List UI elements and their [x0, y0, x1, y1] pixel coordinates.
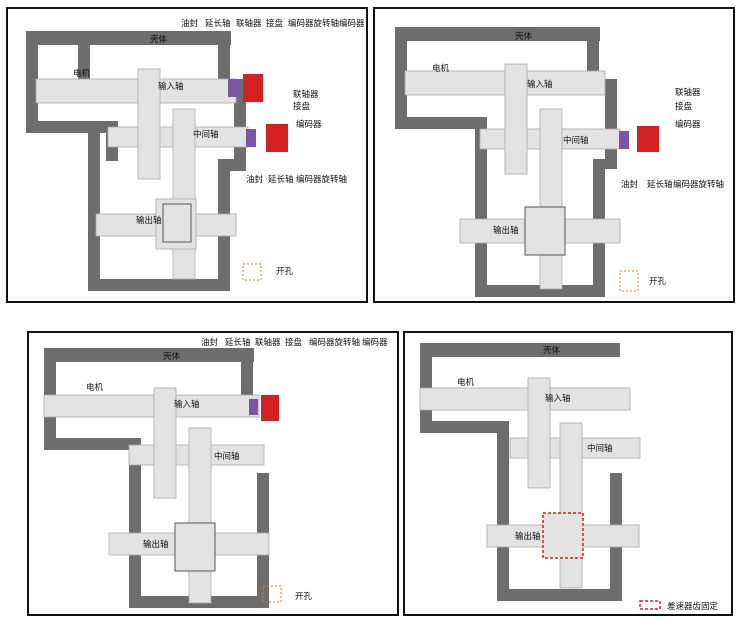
housing [44, 348, 269, 608]
label-encoder-top: 编码器 [339, 18, 365, 29]
label-encoder-rotating-shaft-bottom: 编码器旋转轴 [296, 174, 347, 185]
gearbox-diagram-3: 壳体 电机 输入轴 中间轴 输出轴 油封 延长轴 联轴器 接盘 编码器旋转轴 编… [43, 337, 388, 608]
label-input-shaft: 输入轴 [174, 399, 200, 410]
label-differential-gear-fixed: 差速器齿固定 [667, 601, 719, 612]
label-output-shaft: 输出轴 [143, 539, 169, 550]
label-adapter-plate-mid: 接盘 [293, 101, 311, 112]
label-extension-shaft-bottom: 延长轴 [268, 174, 294, 185]
label-opening: 开孔 [649, 277, 667, 287]
label-input-shaft: 输入轴 [545, 393, 571, 404]
housing [420, 343, 622, 601]
label-output-shaft: 输出轴 [515, 531, 541, 542]
encoder [243, 74, 288, 152]
label-oil-seal: 油封 [201, 337, 219, 348]
label-motor: 电机 [432, 63, 450, 74]
label-motor: 电机 [86, 382, 104, 393]
label-motor: 电机 [457, 377, 475, 388]
shafts [35, 68, 249, 280]
differential-legend-box [639, 600, 661, 610]
label-extension-shaft: 延长轴 [225, 337, 251, 348]
label-housing: 壳体 [150, 34, 168, 45]
label-output-shaft: 输出轴 [136, 215, 162, 226]
label-intermediate-shaft: 中间轴 [563, 135, 589, 146]
coupling [249, 399, 258, 415]
label-encoder: 编码器 [362, 337, 388, 348]
label-encoder: 编码器 [675, 119, 701, 130]
label-opening: 开孔 [276, 267, 294, 277]
label-housing: 壳体 [163, 351, 181, 362]
encoder [261, 395, 279, 421]
label-output-shaft: 输出轴 [493, 225, 519, 236]
label-encoder-rotating-shaft: 编码器旋转轴 [309, 337, 360, 348]
gearbox-diagram-2: 壳体 电机 输入轴 中间轴 输出轴 联轴器 接盘 编码器 油封 延长轴 编码器旋… [395, 27, 724, 297]
label-extension-shaft: 延长轴 [647, 179, 673, 190]
label-coupling: 联轴器 [255, 337, 281, 348]
gearbox-diagram-4: 壳体 电机 输入轴 中间轴 输出轴 差速器齿固定 [419, 343, 719, 612]
label-adapter-plate: 接盘 [285, 337, 303, 348]
label-encoder-rotating-shaft: 编码器旋转轴 [673, 179, 724, 190]
coupling [619, 131, 629, 149]
label-coupling-mid: 联轴器 [293, 89, 319, 100]
label-encoder-mid: 编码器 [296, 119, 322, 130]
output-gear-box [162, 203, 192, 243]
opening-legend-box [619, 270, 639, 292]
panel-differential-gear-fixed: 壳体 电机 输入轴 中间轴 输出轴 差速器齿固定 [403, 331, 733, 616]
label-adapter-plate-top: 接盘 [266, 18, 284, 29]
coupling [228, 79, 256, 147]
housing [26, 31, 246, 291]
label-intermediate-shaft: 中间轴 [587, 443, 613, 454]
label-intermediate-shaft: 中间轴 [214, 451, 240, 462]
opening-legend-box [242, 263, 262, 281]
label-oil-seal-bottom: 油封 [246, 174, 264, 185]
label-input-shaft: 输入轴 [527, 79, 553, 90]
label-oil-seal: 油封 [621, 179, 639, 190]
shafts [404, 63, 621, 290]
opening-legend-box [262, 585, 282, 603]
differential-gear-box [542, 512, 584, 559]
encoder [637, 126, 659, 152]
output-gear-box [174, 522, 216, 572]
shafts [419, 377, 641, 589]
label-housing: 壳体 [543, 345, 561, 356]
label-housing: 壳体 [515, 31, 533, 42]
label-intermediate-shaft: 中间轴 [193, 129, 219, 140]
label-oil-seal-top: 油封 [181, 18, 199, 29]
label-extension-shaft-top: 延长轴 [205, 18, 231, 29]
panel-encoder-on-input: 壳体 电机 输入轴 中间轴 输出轴 油封 延长轴 联轴器 接盘 编码器旋转轴 编… [27, 331, 399, 616]
gearbox-diagram-1: 壳体 电机 输入轴 中间轴 输出轴 油封 延长轴 联轴器 接盘 编码器旋转轴 编… [26, 18, 365, 291]
label-motor: 电机 [73, 68, 91, 79]
label-adapter-plate: 接盘 [675, 101, 693, 112]
label-opening: 开孔 [295, 592, 313, 602]
label-encoder-rotating-shaft-top: 编码器旋转轴 [288, 18, 339, 29]
label-coupling: 联轴器 [675, 87, 701, 98]
shafts [43, 387, 270, 604]
panel-encoder-on-intermediate: 壳体 电机 输入轴 中间轴 输出轴 联轴器 接盘 编码器 油封 延长轴 编码器旋… [373, 7, 735, 303]
label-input-shaft: 输入轴 [158, 81, 184, 92]
label-coupling-top: 联轴器 [236, 18, 262, 29]
output-gear-box [524, 206, 566, 256]
panel-encoder-on-input-and-intermediate: 壳体 电机 输入轴 中间轴 输出轴 油封 延长轴 联轴器 接盘 编码器旋转轴 编… [6, 7, 368, 303]
